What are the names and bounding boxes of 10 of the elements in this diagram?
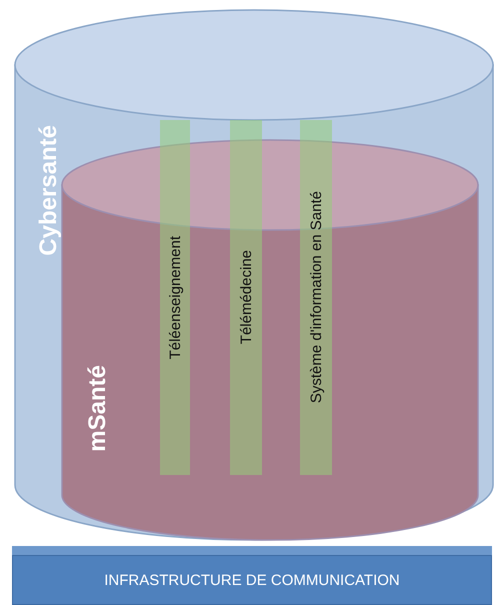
vertical-bar	[300, 120, 332, 475]
cylinder-title: Cybersanté	[35, 125, 63, 256]
bar-label: Télémédecine	[238, 250, 254, 345]
bar-label: Téléenseignement	[166, 236, 184, 360]
platform-label: INFRASTRUCTURE DE COMMUNICATION	[104, 572, 400, 588]
cylinder-title: mSanté	[84, 365, 112, 452]
base-platform	[12, 546, 492, 605]
bar-label: Système d'information en Santé	[308, 191, 324, 404]
vertical-bar	[230, 120, 262, 475]
vertical-bar	[160, 120, 190, 475]
